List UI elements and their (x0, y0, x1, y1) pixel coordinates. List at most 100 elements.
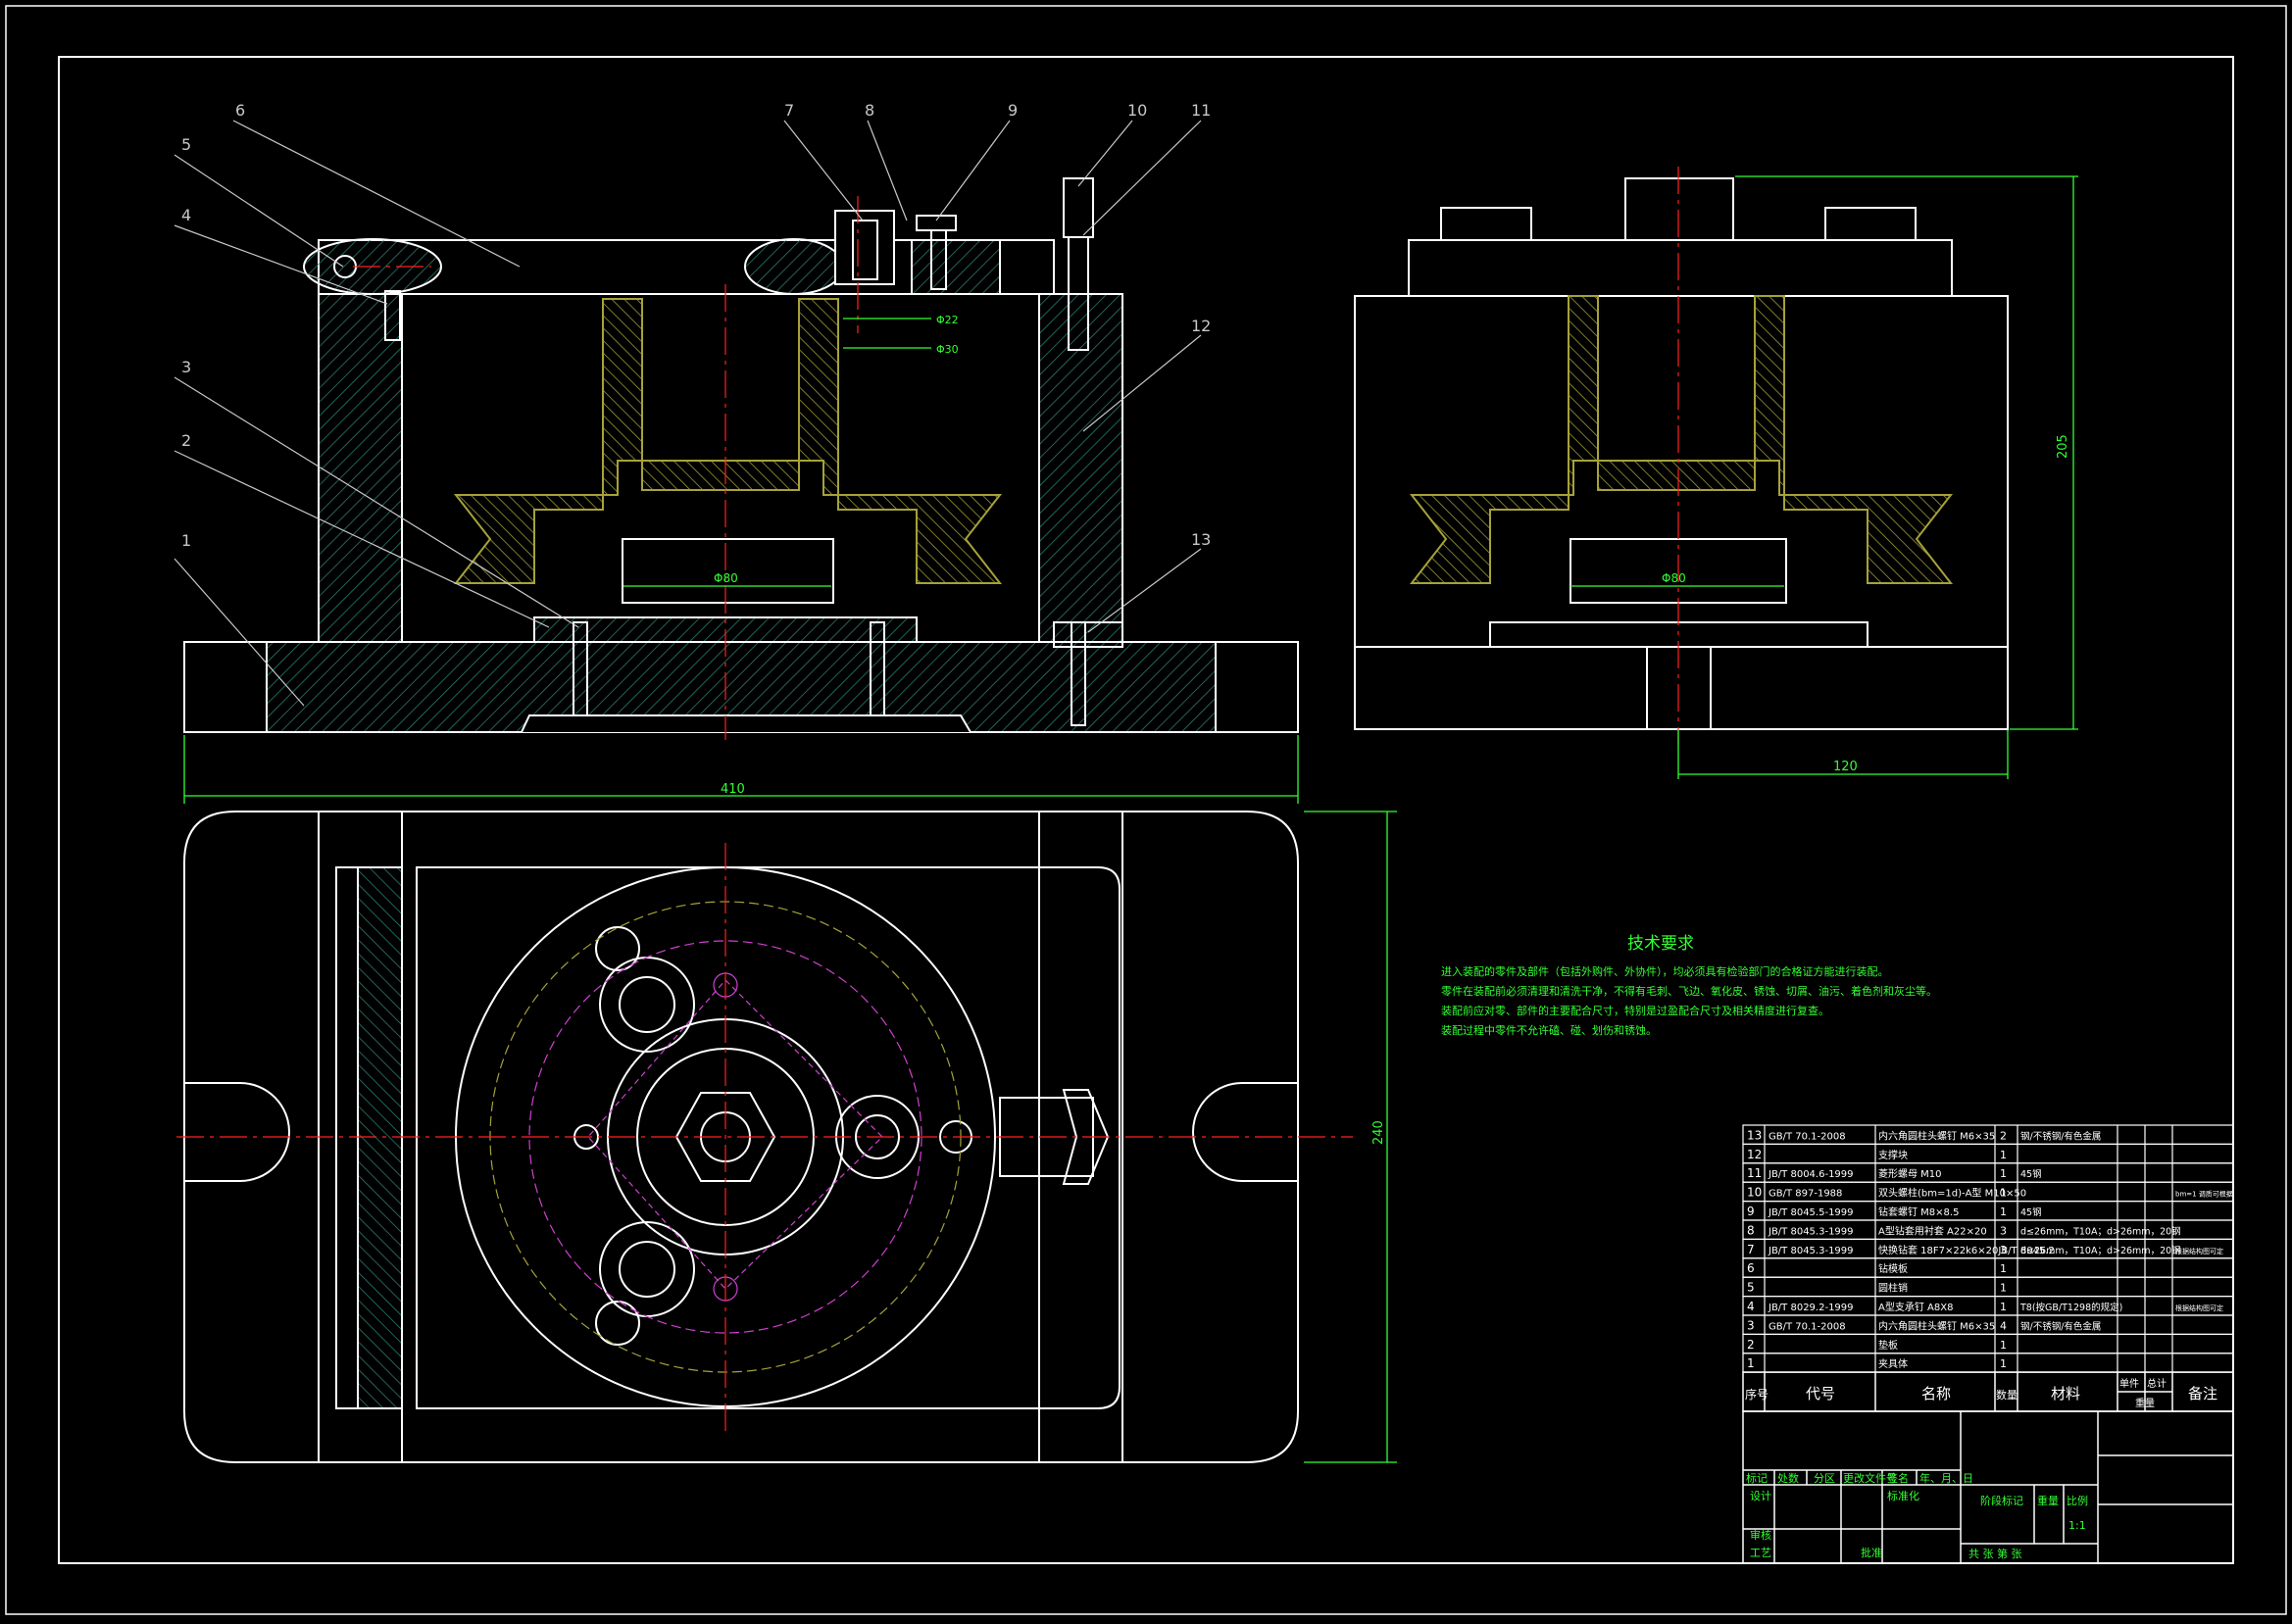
bom-cell-no: 1 (1747, 1356, 1755, 1370)
bom-row (1742, 1353, 2234, 1373)
tech-req-lines: 进入装配的零件及部件（包括外购件、外协件），均必须具有检验部门的合格证方能进行装… (1441, 964, 1937, 1037)
bom-header-total: 总计 (2147, 1377, 2167, 1390)
bom-cell-name: 圆柱销 (1878, 1282, 1908, 1295)
tb-approve: 批准 (1861, 1546, 1882, 1559)
dim-top-height: 240 (1371, 1120, 1386, 1145)
bom-cell-name: A型支承钉 A8X8 (1878, 1301, 1953, 1313)
bom-row (1742, 1276, 2234, 1298)
tb-review: 审核 (1750, 1528, 1771, 1542)
balloon-9: 9 (1008, 101, 1018, 120)
bom-header-weight: 重量 (2135, 1397, 2155, 1409)
balloon-1: 1 (181, 531, 191, 550)
bom-cell-name: 垫板 (1878, 1339, 1898, 1352)
bom-cell-no: 12 (1747, 1148, 1762, 1161)
bom-cell-qty: 3 (2000, 1224, 2007, 1237)
bom-cell-code: GB/T 70.1-2008 (1769, 1131, 1846, 1142)
bom-cell-qty: 1 (2000, 1206, 2007, 1218)
front-centerlines (353, 196, 859, 740)
dim-fit-upper: Φ22 (936, 314, 959, 326)
bom-cell-no: 6 (1747, 1261, 1755, 1275)
bom-cell-material: d≤26mm，T10A；d>26mm，20钢 (2020, 1225, 2181, 1237)
bom-cell-name: 双头螺柱(bm=1d)-A型 M10×50 (1878, 1187, 2026, 1200)
tb-sheets: 共 张 第 张 (1968, 1547, 2022, 1560)
bom-cell-name: 钻套螺钉 M8×8.5 (1878, 1206, 1959, 1218)
balloon-12: 12 (1191, 317, 1211, 335)
balloon-labels: 1 2 3 4 5 6 7 8 9 10 11 12 13 (181, 101, 1211, 550)
bom-cell-qty: 1 (2000, 1167, 2007, 1180)
tb-zone: 分区 (1814, 1472, 1835, 1485)
bom-row (1742, 1257, 2234, 1278)
bom-header-no: 序号 (1745, 1387, 1769, 1402)
top-view (183, 811, 1299, 1463)
bom-cell-no: 13 (1747, 1128, 1762, 1142)
tb-ratio-value: 1:1 (2068, 1519, 2086, 1532)
title-block-text: 标记 处数 分区 更改文件号 签名 年、月、日 设计 标准化 阶段标记 重量 比… (1746, 1471, 2088, 1560)
bom-cell-name: 支撑块 (1878, 1149, 1908, 1161)
bom-cell-name: 夹具体 (1878, 1357, 1908, 1370)
bom-cell-note: bm=1 调质可根据 (2175, 1190, 2233, 1199)
bom-cell-qty: 1 (2000, 1262, 2007, 1275)
bom-cell-no: 3 (1747, 1318, 1755, 1332)
tb-count: 处数 (1777, 1472, 1799, 1485)
dim-bore-front: Φ80 (714, 571, 738, 585)
balloon-4: 4 (181, 206, 191, 224)
bom-cell-material: 45钢 (2020, 1168, 2042, 1180)
balloon-6: 6 (235, 101, 245, 120)
bom-cell-code: JB/T 8045.3-1999 (1768, 1246, 1854, 1256)
bom-cell-material: T8(按GB/T1298的规定) (2019, 1302, 2122, 1313)
bom-header-code: 代号 (1806, 1385, 1835, 1403)
bom-cell-qty: 3 (2000, 1244, 2007, 1256)
bom-cell-name: A型钻套用衬套 A22×20 (1878, 1224, 1987, 1237)
bom-header-name: 名称 (1921, 1385, 1951, 1403)
bom-cell-no: 8 (1747, 1223, 1755, 1237)
tb-change: 更改文件号 (1843, 1471, 1897, 1485)
bom-cell-code: JB/T 8045.3-1999 (1768, 1226, 1854, 1237)
dim-side-width: 120 (1833, 760, 1858, 774)
tech-req-title: 技术要求 (1627, 934, 1694, 954)
bom-cell-note: 根据结构图可定 (2175, 1304, 2223, 1312)
balloon-3: 3 (181, 358, 191, 376)
bom-cell-code: JB/T 8045.5-1999 (1768, 1207, 1854, 1218)
dim-bore-side: Φ80 (1662, 571, 1686, 585)
bom-cell-code: GB/T 897-1988 (1769, 1189, 1842, 1200)
bom-cell-note: 根据结构图可定 (2175, 1247, 2223, 1255)
bom-cell-qty: 1 (2000, 1187, 2007, 1200)
tech-req-line-4: 装配过程中零件不允许磕、碰、划伤和锈蚀。 (1441, 1023, 1657, 1037)
title-block (1742, 1410, 2234, 1564)
bom-cell-material: d≤26mm，T10A；d>26mm，20钢 (2020, 1245, 2181, 1256)
bom-header-note: 备注 (2188, 1385, 2217, 1403)
tb-ratio: 比例 (2067, 1494, 2088, 1507)
bom-header-mat: 材料 (2051, 1385, 2080, 1403)
top-dimensions (1304, 811, 1397, 1463)
bom-cell-name: 菱形螺母 M10 (1878, 1168, 1942, 1180)
bom-cell-qty: 4 (2000, 1319, 2007, 1332)
tb-standard: 标准化 (1887, 1489, 1919, 1502)
balloon-8: 8 (865, 101, 874, 120)
tech-req-line-3: 装配前应对零、部件的主要配合尺寸，特别是过盈配合尺寸及相关精度进行复查。 (1441, 1004, 1829, 1017)
balloon-7: 7 (784, 101, 794, 120)
bom-cell-name: 内六角圆柱头螺钉 M6×35 (1878, 1129, 1995, 1142)
bom-cell-no: 9 (1747, 1205, 1755, 1218)
bom-header-unit: 单件 (2119, 1378, 2139, 1390)
balloon-13: 13 (1191, 530, 1211, 549)
balloon-2: 2 (181, 431, 191, 450)
side-dimensions (1570, 175, 2078, 779)
front-dimensions (183, 318, 1299, 804)
bom-row (1742, 1143, 2234, 1164)
bom-row (1742, 1333, 2234, 1354)
bom-cell-name: 内六角圆柱头螺钉 M6×35 (1878, 1319, 1995, 1332)
bom-cell-qty: 1 (2000, 1282, 2007, 1295)
tb-stage: 阶段标记 (1980, 1494, 2023, 1507)
bom-cell-no: 7 (1747, 1243, 1755, 1256)
outer-frame (5, 5, 2287, 1615)
bom-cell-code: JB/T 8029.2-1999 (1768, 1303, 1854, 1313)
dim-side-height: 205 (2056, 434, 2070, 459)
tb-date: 年、月、日 (1919, 1471, 1973, 1485)
tb-design: 设计 (1750, 1490, 1771, 1502)
leader-lines (174, 120, 1202, 707)
bom-cell-qty: 1 (2000, 1339, 2007, 1352)
tb-process: 工艺 (1750, 1547, 1771, 1559)
